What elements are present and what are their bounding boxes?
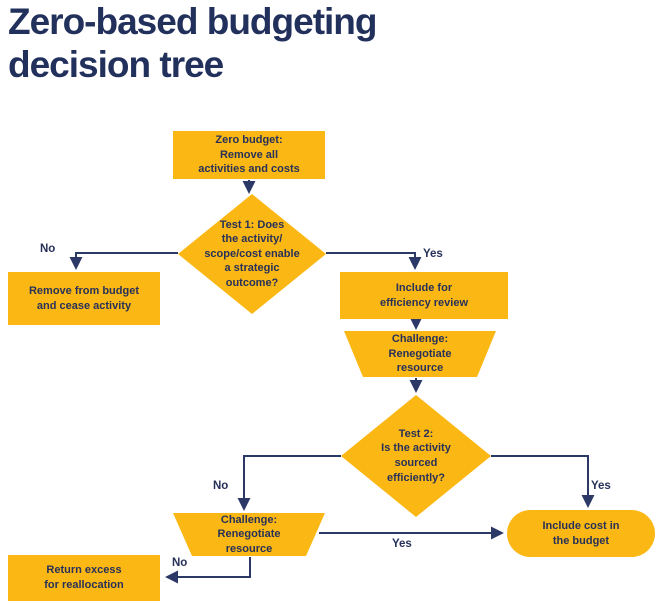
arrow-test2-yes-to-include-cost: [491, 455, 595, 508]
edge-label-challenge2-no: No: [172, 557, 188, 569]
page-title-line-2: decision tree: [8, 44, 224, 86]
node-challenge-renegotiate-resource-1: Challenge: Renegotiate resource: [344, 331, 496, 377]
edge-label-test2-yes: Yes: [591, 480, 611, 492]
node-remove-from-budget: Remove from budget and cease activity: [8, 272, 160, 325]
page-title-line-1: Zero-based budgeting: [8, 1, 377, 42]
node-challenge-renegotiate-resource-2: Challenge: Renegotiate resource: [173, 513, 325, 556]
node-include-cost-in-budget: Include cost in the budget: [507, 510, 655, 557]
arrow-test2-no-to-challenge2: [237, 455, 341, 511]
node-return-excess-for-reallocation: Return excess for reallocation: [8, 555, 160, 601]
node-test1-decision: Test 1: Does the activity/ scope/cost en…: [178, 194, 326, 314]
arrow-challenge2-no-to-return-excess: [165, 557, 251, 584]
node-include-for-efficiency-review: Include for efficiency review: [340, 272, 508, 319]
edge-label-test2-no: No: [213, 480, 229, 492]
arrow-test1-yes-to-include-review: [326, 252, 422, 270]
page-title: Zero-based budgeting decision tree: [8, 0, 377, 87]
edge-label-challenge2-yes: Yes: [392, 538, 412, 550]
arrow-test1-no-to-remove: [69, 252, 178, 270]
edge-label-test1-no: No: [40, 243, 56, 255]
edge-label-test1-yes: Yes: [423, 248, 443, 260]
node-zero-budget: Zero budget: Remove all activities and c…: [173, 131, 325, 179]
